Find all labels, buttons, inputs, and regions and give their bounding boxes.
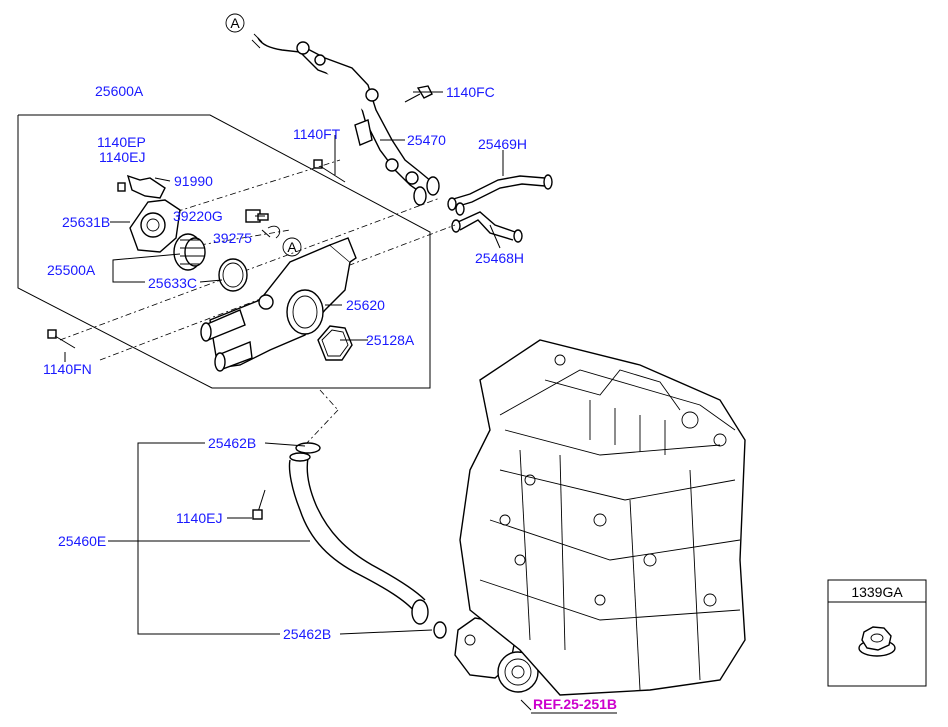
bolt-1140FT[interactable] — [313, 159, 346, 183]
label-25468H[interactable]: 25468H — [475, 250, 524, 266]
ref-link[interactable]: REF.25-251B — [533, 696, 617, 712]
hose-25468H[interactable] — [451, 202, 523, 243]
gasket-25633C[interactable] — [218, 258, 248, 292]
pipe-25470[interactable] — [251, 33, 440, 206]
hose-25469H[interactable] — [447, 174, 553, 211]
label-25620[interactable]: 25620 — [346, 297, 385, 313]
dash-lines — [59, 159, 456, 446]
label-25460E[interactable]: 25460E — [58, 533, 106, 549]
clip-39275[interactable] — [267, 225, 281, 239]
assembly-box-25600A — [17, 114, 431, 389]
bolt-1140FN[interactable] — [47, 329, 76, 349]
thermostat-25500A[interactable] — [173, 233, 206, 271]
label-25631B[interactable]: 25631B — [62, 214, 110, 230]
label-25470[interactable]: 25470 — [407, 132, 446, 148]
label-25462B-bottom[interactable]: 25462B — [283, 626, 331, 642]
label-1140EP[interactable]: 1140EP — [97, 134, 146, 150]
label-39220G[interactable]: 39220G — [173, 208, 223, 224]
label-1140EJ-lower[interactable]: 1140EJ — [176, 510, 222, 526]
engine-block — [459, 339, 746, 696]
bolt-1140EJ-lower[interactable] — [252, 489, 266, 520]
label-25600A[interactable]: 25600A — [95, 83, 144, 99]
label-25462B-top[interactable]: 25462B — [208, 435, 256, 451]
leader-lines — [64, 91, 617, 714]
label-25469H[interactable]: 25469H — [478, 136, 527, 152]
label-1140FN[interactable]: 1140FN — [43, 361, 92, 377]
pipe-25460E[interactable] — [288, 442, 447, 639]
label-91990[interactable]: 91990 — [174, 173, 213, 189]
label-25500A[interactable]: 25500A — [47, 262, 96, 278]
svg-text:A: A — [230, 15, 240, 31]
water-pump[interactable] — [454, 617, 539, 693]
label-1140EJ-top[interactable]: 1140EJ — [99, 149, 145, 165]
label-1140FC[interactable]: 1140FC — [446, 84, 495, 100]
gasket-25128A[interactable] — [317, 325, 353, 361]
cover-25631B[interactable] — [129, 199, 181, 253]
bracket-91990[interactable] — [117, 174, 166, 199]
label-39275[interactable]: 39275 — [213, 230, 252, 246]
svg-text:A: A — [287, 239, 297, 255]
label-25633C[interactable]: 25633C — [148, 275, 197, 291]
part-box-1339GA[interactable]: 1339GA — [827, 579, 927, 687]
label-1339GA: 1339GA — [851, 584, 903, 600]
circle-a-top-marker: A — [225, 13, 245, 33]
label-25128A[interactable]: 25128A — [366, 332, 415, 348]
circle-a-mid-marker: A — [282, 237, 302, 257]
fitting-25620[interactable] — [200, 237, 357, 372]
label-1140FT[interactable]: 1140FT — [293, 126, 341, 142]
nut-icon — [858, 626, 896, 657]
